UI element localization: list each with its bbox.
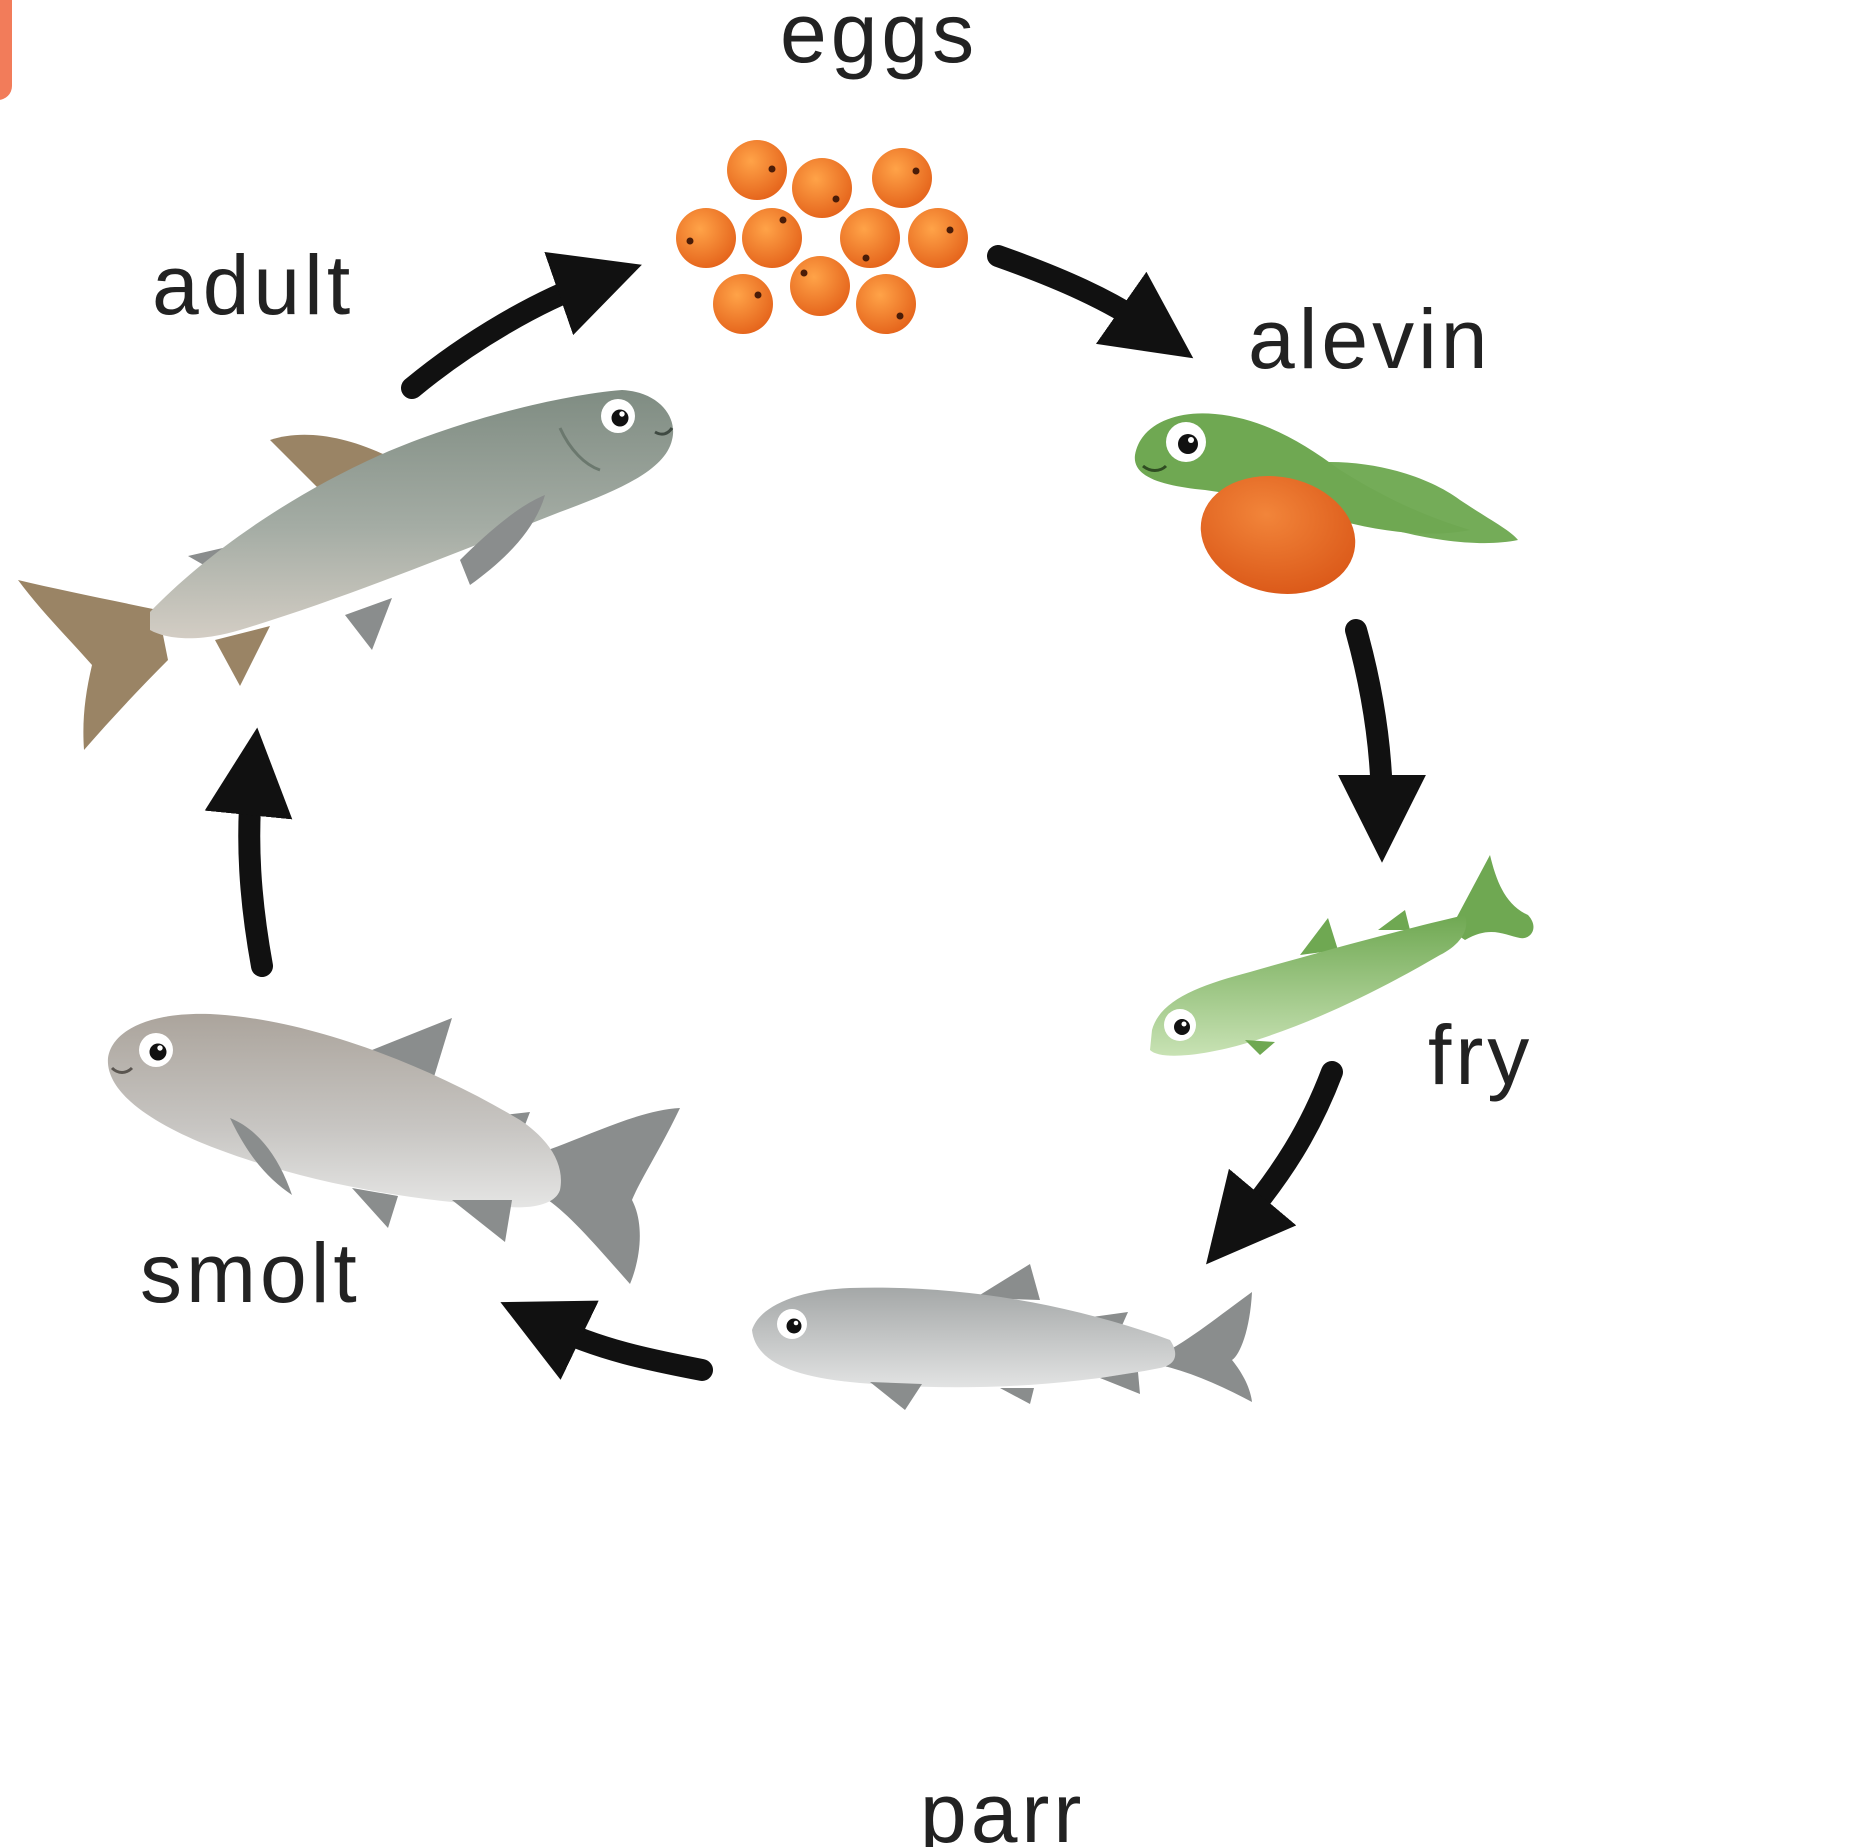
egg: [727, 140, 787, 200]
egg: [676, 208, 736, 268]
arrow-eggs-to-alevin: [998, 256, 1150, 328]
label-smolt: smolt: [140, 1226, 361, 1320]
label-parr: parr: [920, 1766, 1085, 1847]
alevin-illustration: [1135, 413, 1518, 608]
egg: [856, 274, 916, 334]
label-alevin: alevin: [1248, 292, 1491, 386]
egg: [792, 158, 852, 218]
corner-tab: [0, 0, 12, 100]
arrow-adult-to-eggs: [412, 282, 592, 388]
egg: [840, 208, 900, 268]
arrow-fry-to-parr: [1240, 1072, 1332, 1224]
arrow-alevin-to-fry: [1356, 630, 1382, 810]
arrow-smolt-to-adult: [249, 780, 262, 966]
adult-illustration: [18, 390, 673, 750]
egg: [908, 208, 968, 268]
egg: [790, 256, 850, 316]
egg: [713, 274, 773, 334]
egg: [742, 208, 802, 268]
eggs-illustration: [676, 140, 968, 334]
egg: [872, 148, 932, 208]
label-adult: adult: [152, 238, 354, 332]
label-fry: fry: [1428, 1008, 1533, 1102]
label-eggs: eggs: [780, 0, 978, 80]
parr-illustration: [752, 1264, 1252, 1410]
arrow-parr-to-smolt: [548, 1325, 702, 1370]
